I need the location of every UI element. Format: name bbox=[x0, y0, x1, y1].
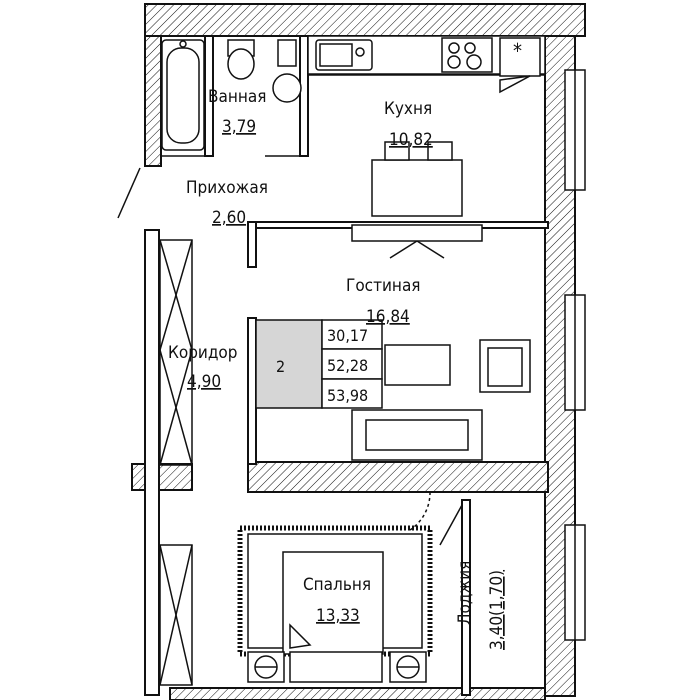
room-count: 2 bbox=[276, 357, 285, 376]
corridor-area: 4,90 bbox=[187, 372, 221, 392]
bathtub bbox=[161, 39, 205, 151]
hallway-name: Прихожая bbox=[186, 178, 268, 198]
hallway-area: 2,60 bbox=[212, 208, 246, 228]
dining-table bbox=[351, 141, 483, 259]
windows bbox=[564, 69, 586, 641]
bedroom-name: Спальня bbox=[303, 575, 371, 595]
living-table bbox=[384, 344, 451, 386]
bedroom-bed bbox=[237, 525, 433, 657]
total-area-value: 52,28 bbox=[327, 356, 368, 375]
living-armchair bbox=[479, 339, 531, 393]
bedroom-area: 13,33 bbox=[316, 606, 360, 626]
toilet bbox=[227, 39, 255, 80]
kitchen-counter bbox=[307, 35, 546, 94]
loggia-area: 3,40(1,70) bbox=[487, 570, 507, 650]
summary-table bbox=[255, 319, 383, 409]
stove-star-mark: * bbox=[513, 39, 522, 63]
doors bbox=[117, 167, 463, 546]
loggia-name: Лоджия bbox=[455, 561, 475, 625]
living-area: 16,84 bbox=[366, 307, 410, 327]
kitchen-area: 10,82 bbox=[389, 130, 433, 150]
living-sofa bbox=[351, 409, 483, 461]
bathroom-area: 3,79 bbox=[222, 117, 256, 137]
sink-bathroom bbox=[272, 39, 302, 103]
corridor-name: Коридор bbox=[168, 343, 238, 363]
wardrobe-crosses bbox=[159, 239, 193, 686]
kitchen-name: Кухня bbox=[384, 99, 432, 119]
bedroom-nightstands bbox=[247, 651, 427, 683]
bathroom-name: Ванная bbox=[208, 87, 266, 107]
living-area-value: 30,17 bbox=[327, 326, 368, 345]
total-with-loggia-value: 53,98 bbox=[327, 386, 368, 405]
living-name: Гостиная bbox=[346, 276, 421, 296]
interior-walls bbox=[144, 35, 549, 696]
